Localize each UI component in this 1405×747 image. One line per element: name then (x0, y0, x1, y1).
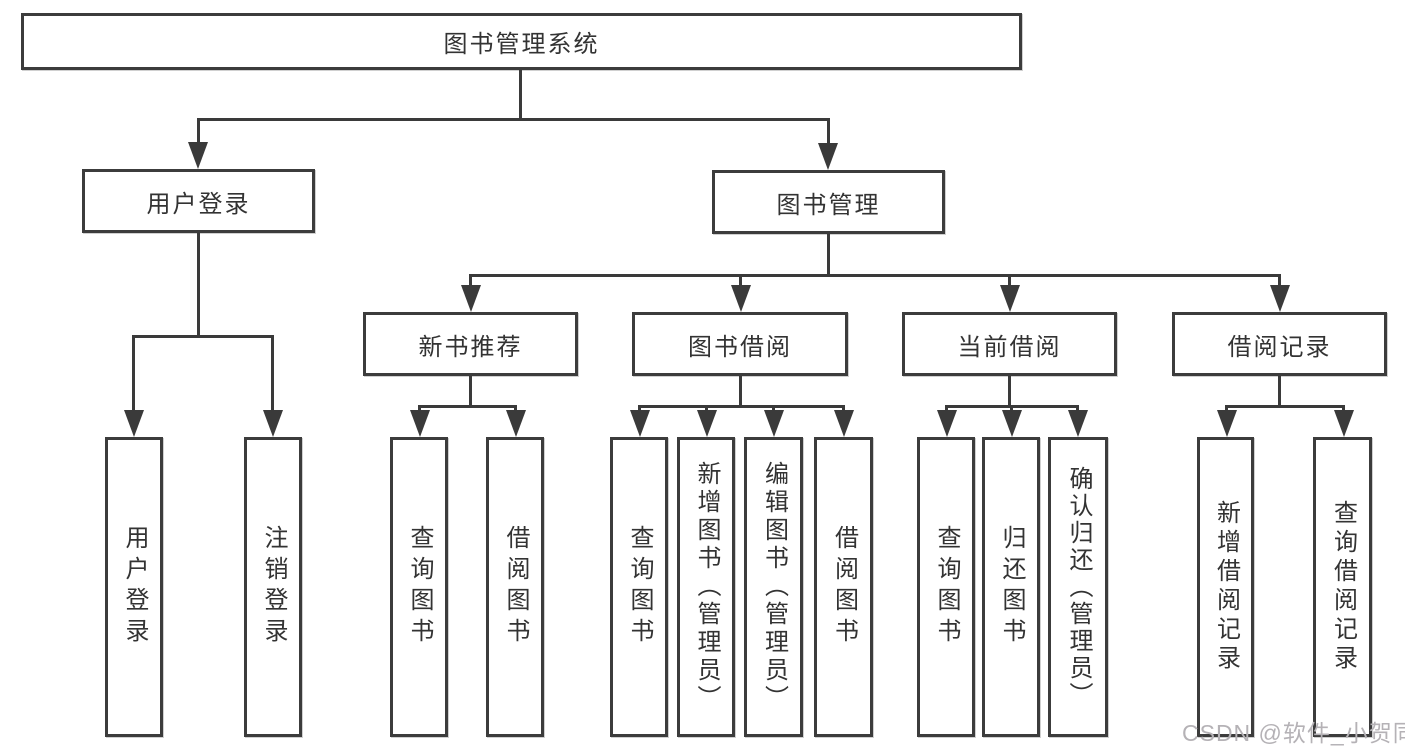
connector-line (827, 234, 830, 277)
arrow-down-icon (1270, 285, 1290, 312)
arrow-down-icon (1000, 285, 1020, 312)
leaf-confirm-return-admin: 确认归还（管理员） (1048, 437, 1108, 737)
leaf-borrow-books: 借阅图书 (814, 437, 873, 737)
arrow-down-icon (1217, 410, 1237, 437)
arrow-down-icon (1334, 410, 1354, 437)
connector-line (469, 274, 472, 290)
leaf-label: 新增借阅记录 (1212, 500, 1240, 674)
arrow-down-icon (124, 410, 144, 437)
leaf-label: 查询图书 (933, 525, 960, 649)
leaf-label: 归还图书 (998, 525, 1025, 649)
node-current-borrow: 当前借阅 (902, 312, 1117, 376)
node-label: 新书推荐 (418, 333, 523, 361)
leaf-user-login: 用户登录 (105, 437, 163, 737)
leaf-query-borrow-record: 查询借阅记录 (1313, 437, 1372, 737)
connector-line (638, 405, 845, 408)
arrow-down-icon (1068, 410, 1088, 437)
connector-line (1008, 376, 1011, 407)
leaf-label: 新增图书（管理员） (693, 461, 720, 713)
connector-line (1278, 376, 1281, 407)
connector-line (739, 376, 742, 407)
leaf-logout: 注销登录 (244, 437, 302, 737)
leaf-borrow-books-recommend: 借阅图书 (486, 437, 544, 737)
connector-line (469, 274, 1281, 277)
connector-line (827, 118, 830, 148)
connector-line (197, 233, 200, 337)
leaf-edit-books-admin: 编辑图书（管理员） (744, 437, 803, 737)
arrow-down-icon (263, 410, 283, 437)
arrow-down-icon (764, 410, 784, 437)
arrow-down-icon (630, 410, 650, 437)
leaf-add-borrow-record: 新增借阅记录 (1197, 437, 1254, 737)
node-label: 图书管理 (776, 191, 881, 219)
csdn-watermark: CSDN @软件_小贺同学 (1182, 720, 1405, 746)
arrow-down-icon (818, 143, 838, 170)
node-new-book-recommend: 新书推荐 (363, 312, 578, 376)
connector-line (519, 70, 522, 118)
node-label: 当前借阅 (957, 333, 1062, 361)
leaf-label: 借阅图书 (502, 525, 529, 649)
arrow-down-icon (731, 285, 751, 312)
leaf-label: 用户登录 (121, 525, 148, 649)
connector-line (1225, 405, 1345, 408)
node-book-management: 图书管理 (712, 170, 945, 234)
connector-line (197, 118, 830, 121)
leaf-label: 查询图书 (406, 525, 433, 649)
connector-line (132, 335, 135, 415)
arrow-down-icon (461, 285, 481, 312)
connector-line (739, 274, 742, 290)
connector-line (1278, 274, 1281, 290)
arrow-down-icon (506, 410, 526, 437)
node-label: 用户登录 (146, 190, 251, 218)
connector-line (1008, 274, 1011, 290)
arrow-down-icon (834, 410, 854, 437)
connector-line (418, 405, 517, 408)
node-borrow-records: 借阅记录 (1172, 312, 1387, 376)
node-label: 图书借阅 (688, 333, 792, 361)
node-label: 图书管理系统 (443, 31, 600, 58)
leaf-label: 查询借阅记录 (1329, 500, 1357, 674)
arrow-down-icon (188, 142, 208, 169)
leaf-query-books-borrow: 查询图书 (610, 437, 668, 737)
arrow-down-icon (937, 410, 957, 437)
connector-line (132, 335, 274, 338)
connector-line (197, 118, 200, 148)
leaf-query-books-recommend: 查询图书 (390, 437, 448, 737)
leaf-add-books-admin: 新增图书（管理员） (677, 437, 735, 737)
leaf-query-books-current: 查询图书 (917, 437, 975, 737)
connector-line (469, 376, 472, 407)
leaf-label: 注销登录 (260, 525, 287, 649)
node-book-borrow: 图书借阅 (632, 312, 848, 376)
leaf-label: 编辑图书（管理员） (760, 461, 788, 713)
arrow-down-icon (697, 410, 717, 437)
leaf-label: 借阅图书 (830, 525, 858, 649)
arrow-down-icon (1002, 410, 1022, 437)
node-user-login: 用户登录 (82, 169, 315, 233)
leaf-label: 确认归还（管理员） (1065, 465, 1092, 709)
node-library-management-system: 图书管理系统 (21, 13, 1022, 70)
connector-line (271, 335, 274, 415)
node-label: 借阅记录 (1227, 333, 1332, 361)
leaf-label: 查询图书 (626, 525, 653, 649)
arrow-down-icon (410, 410, 430, 437)
leaf-return-books: 归还图书 (982, 437, 1040, 737)
